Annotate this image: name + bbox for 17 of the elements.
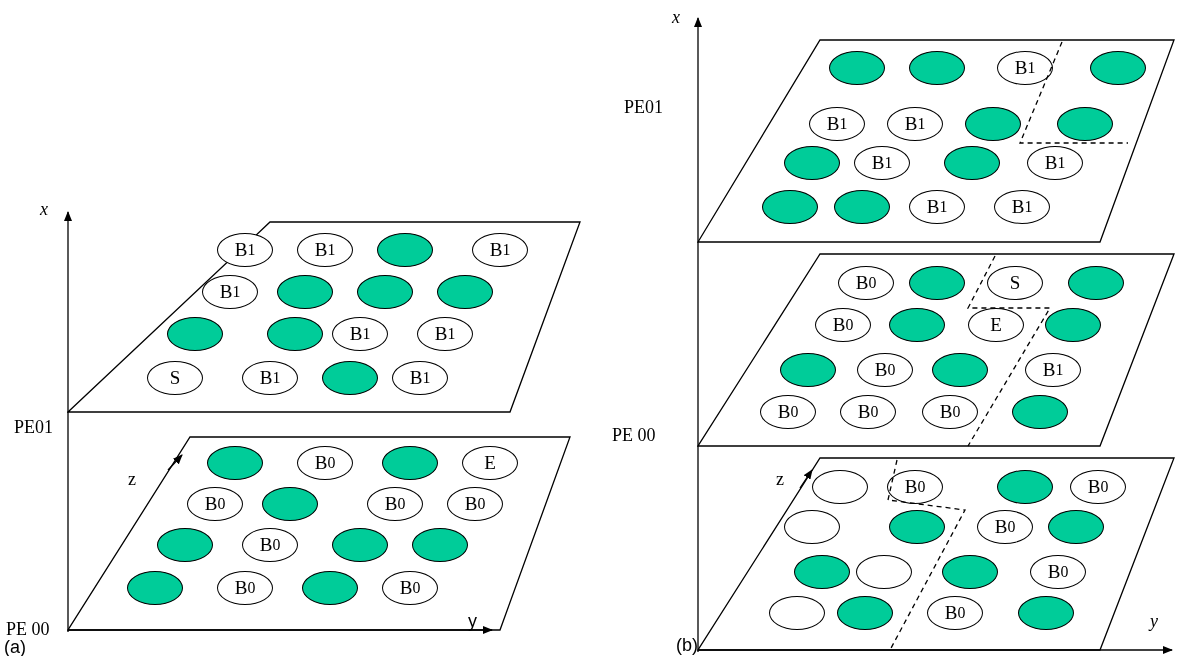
axis-label: x [672,8,680,26]
plane [697,39,1175,243]
axis-label: PE01 [624,98,663,116]
axis-label: y [1150,612,1158,630]
axis-label: PE 00 [612,426,656,444]
axis-label: PE01 [14,418,53,436]
panel-label: (b) [676,636,698,654]
panel-label: y [468,612,477,630]
axis-label: z [128,470,136,488]
axis-label: PE 00 [6,620,50,638]
axis-label: x [40,200,48,218]
plane [697,253,1175,447]
panel-label: (a) [4,638,26,656]
plane [67,436,571,631]
plane [697,457,1175,651]
axis-label: z [776,470,784,488]
plane [67,221,581,413]
